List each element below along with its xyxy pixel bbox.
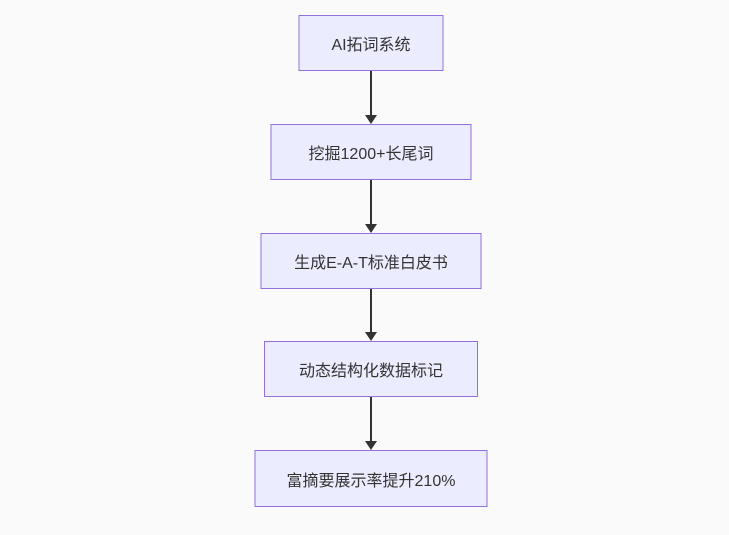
arrow-line: [370, 180, 372, 225]
flow-arrow-1: [365, 71, 377, 124]
flow-node-eat-whitepaper: 生成E-A-T标准白皮书: [260, 233, 482, 289]
arrow-head-icon: [365, 224, 377, 233]
flow-node-rich-snippet-result: 富摘要展示率提升210%: [254, 450, 488, 507]
flow-node-label: 生成E-A-T标准白皮书: [294, 255, 448, 272]
flow-node-label: 挖掘1200+长尾词: [308, 146, 434, 163]
flow-node-longtail-mining: 挖掘1200+长尾词: [270, 124, 472, 180]
arrow-head-icon: [365, 115, 377, 124]
flow-node-structured-data-markup: 动态结构化数据标记: [264, 341, 478, 397]
flow-arrow-2: [365, 180, 377, 233]
flow-arrow-3: [365, 289, 377, 341]
arrow-head-icon: [365, 441, 377, 450]
flow-node-label: 富摘要展示率提升210%: [286, 472, 456, 490]
arrow-line: [370, 289, 372, 333]
arrow-line: [370, 397, 372, 442]
flow-arrow-4: [365, 397, 377, 450]
flow-node-label: AI拓词系统: [331, 37, 411, 54]
flow-node-label: 动态结构化数据标记: [298, 363, 443, 380]
arrow-line: [370, 71, 372, 116]
flow-node-ai-keyword-system: AI拓词系统: [298, 15, 444, 71]
arrow-head-icon: [365, 332, 377, 341]
